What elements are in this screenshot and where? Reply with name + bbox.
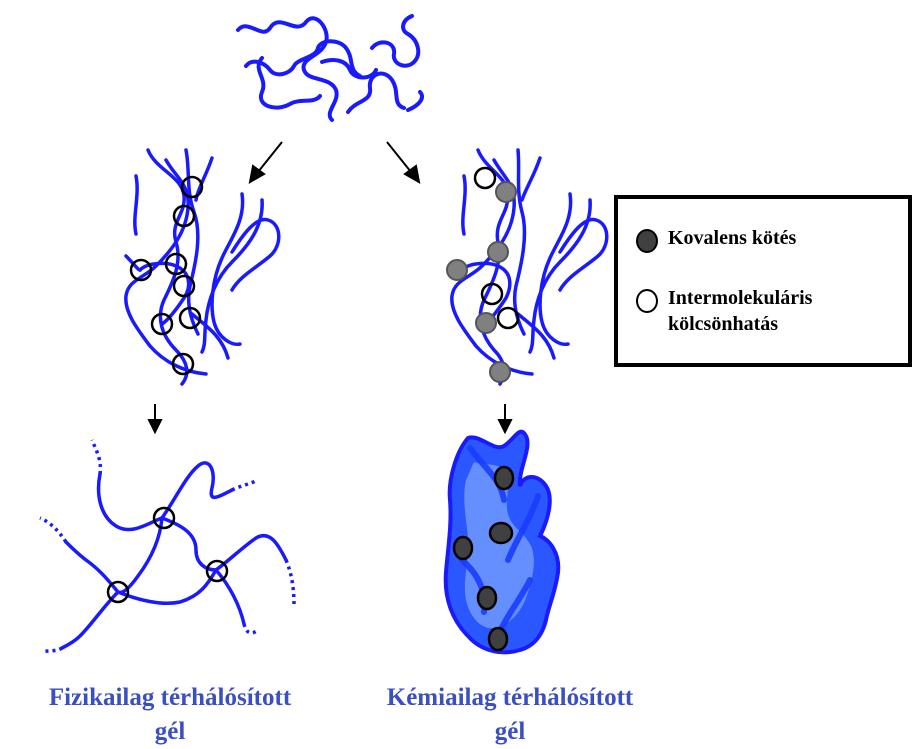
legend-covalent-row: Kovalens kötés — [636, 225, 796, 253]
chemical-gel — [446, 432, 559, 653]
covalent-bond-node — [476, 313, 496, 333]
physical-gel-chains — [62, 463, 286, 648]
covalent-bond-node — [490, 362, 510, 382]
arrow-to-physical-network — [250, 142, 282, 182]
legend-intermolecular-label: Intermolekuláris kölcsönhatás — [668, 285, 812, 337]
chemical-gel-caption: Kémiailag térhálósított gél — [360, 681, 660, 749]
intermolecular-node — [498, 308, 518, 328]
physical-gel-dotted-ends — [40, 440, 294, 652]
covalent-bond-node — [490, 523, 512, 543]
free-polymer-coil — [238, 16, 422, 120]
arrow-to-physical-gel — [149, 404, 161, 432]
chemical-network-chains — [452, 150, 607, 384]
intermolecular-node — [475, 168, 495, 188]
arrow-to-chemical-network — [387, 142, 419, 182]
covalent-bond-node — [454, 537, 472, 559]
covalent-bond-node — [496, 182, 516, 202]
arrow-to-chemical-gel — [499, 404, 511, 432]
legend-box: Kovalens kötés Intermolekuláris kölcsönh… — [614, 195, 912, 367]
physical-gel-caption: Fizikailag térhálósított gél — [20, 681, 320, 749]
covalent-bond-node — [488, 242, 508, 262]
legend-intermolecular-row: Intermolekuláris kölcsönhatás — [636, 285, 812, 337]
covalent-bond-node — [447, 260, 467, 280]
covalent-bond-node — [478, 587, 496, 609]
legend-covalent-label: Kovalens kötés — [668, 225, 796, 251]
covalent-bond-symbol-icon — [636, 229, 658, 253]
intermolecular-symbol-icon — [636, 289, 658, 313]
covalent-bond-node — [495, 467, 513, 489]
physical-gel-crosslinks — [108, 508, 227, 602]
covalent-bond-node — [489, 628, 507, 650]
